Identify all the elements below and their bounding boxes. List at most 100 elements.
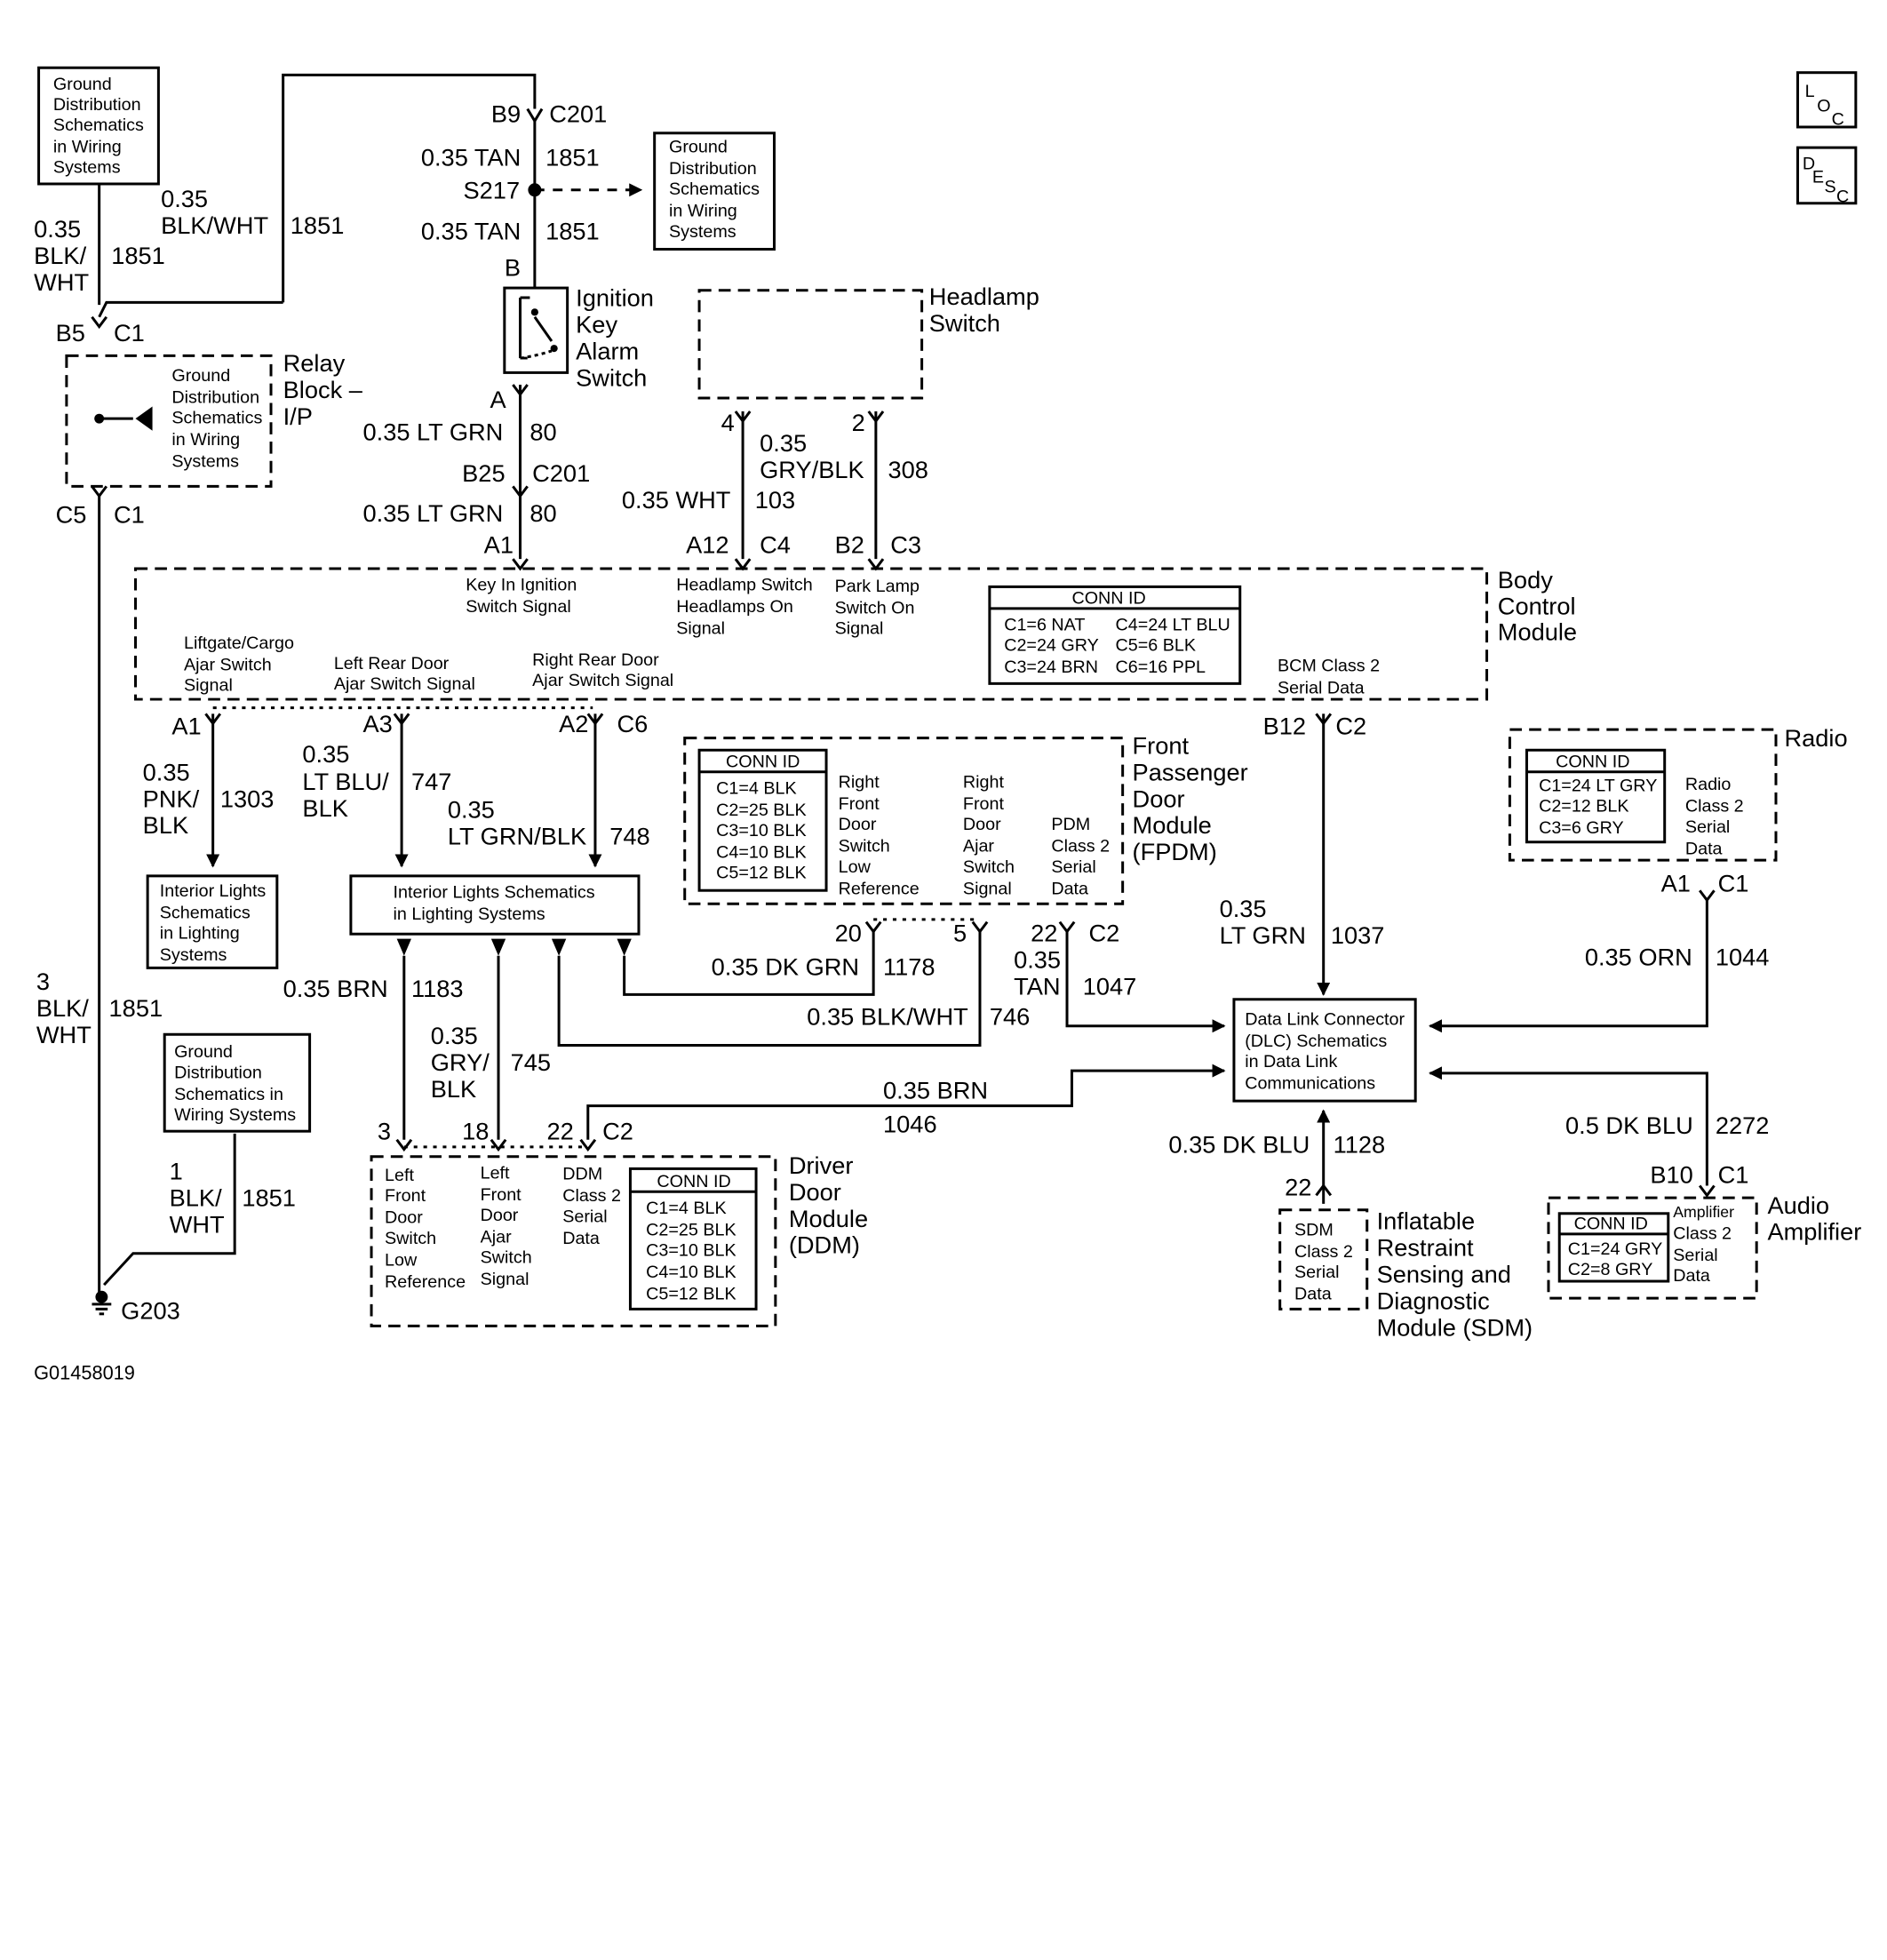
svg-text:Right: Right <box>963 772 1005 792</box>
body-control-module: Body Control Module Key In Ignition Swit… <box>134 566 1577 701</box>
svg-text:in Lighting Systems: in Lighting Systems <box>394 904 545 924</box>
svg-text:C5=6 BLK: C5=6 BLK <box>1115 636 1196 656</box>
svg-text:Systems: Systems <box>160 945 227 965</box>
svg-text:in Wiring: in Wiring <box>171 430 240 450</box>
svg-text:C6: C6 <box>617 710 648 737</box>
svg-text:Schematics: Schematics <box>669 179 760 199</box>
svg-text:Signal: Signal <box>963 879 1012 898</box>
loc-icon[interactable]: LOC <box>1795 71 1858 130</box>
svg-text:Wiring Systems: Wiring Systems <box>174 1105 296 1125</box>
svg-text:C1=24 LT GRY: C1=24 LT GRY <box>1539 777 1657 796</box>
svg-text:Reference: Reference <box>385 1272 466 1292</box>
svg-text:Front: Front <box>1133 731 1190 759</box>
svg-text:C6=16 PPL: C6=16 PPL <box>1115 657 1206 677</box>
svg-text:0.35 BRN: 0.35 BRN <box>283 975 388 1002</box>
svg-text:Module: Module <box>1498 617 1577 645</box>
svg-text:Headlamp: Headlamp <box>929 283 1039 310</box>
svg-text:A1: A1 <box>171 713 201 740</box>
svg-text:4: 4 <box>721 409 735 436</box>
svg-text:C201: C201 <box>532 459 590 487</box>
svg-text:5: 5 <box>953 919 967 946</box>
svg-text:Ajar Switch: Ajar Switch <box>184 655 272 674</box>
svg-text:Low: Low <box>839 857 872 877</box>
svg-text:Front: Front <box>963 794 1005 814</box>
svg-text:LT GRN: LT GRN <box>1220 921 1306 949</box>
svg-text:Signal: Signal <box>184 676 233 696</box>
svg-text:Front: Front <box>385 1186 426 1206</box>
svg-text:C3=10 BLK: C3=10 BLK <box>646 1240 736 1260</box>
svg-text:C2: C2 <box>602 1118 633 1145</box>
svg-text:1128: 1128 <box>1334 1131 1386 1159</box>
svg-text:308: 308 <box>888 456 928 483</box>
svg-text:Communications: Communications <box>1245 1074 1375 1094</box>
front-passenger-door-module: Front Passenger Door Module (FPDM) CONN … <box>683 731 1248 905</box>
svg-text:B2: B2 <box>835 530 864 558</box>
svg-text:22: 22 <box>1031 919 1057 946</box>
svg-text:A1: A1 <box>484 530 514 558</box>
svg-text:0.35 WHT: 0.35 WHT <box>622 486 731 514</box>
svg-text:0.5 DK BLU: 0.5 DK BLU <box>1565 1111 1693 1139</box>
radio: Radio CONN ID C1=24 LT GRY C2=12 BLK C3=… <box>1508 724 1848 862</box>
audio-amplifier: Audio Amplifier CONN ID C1=24 GRY C2=8 G… <box>1547 1191 1861 1300</box>
svg-text:C: C <box>1836 187 1849 206</box>
svg-text:748: 748 <box>609 822 649 849</box>
svg-text:Ground: Ground <box>174 1042 233 1062</box>
svg-text:BLK/: BLK/ <box>170 1184 222 1212</box>
svg-text:Switch: Switch <box>385 1229 436 1248</box>
svg-text:Reference: Reference <box>839 879 920 898</box>
svg-text:Headlamps On: Headlamps On <box>676 597 793 617</box>
svg-text:Systems: Systems <box>53 158 121 178</box>
svg-text:C2=24 GRY: C2=24 GRY <box>1004 636 1099 656</box>
svg-text:0.35 LT GRN: 0.35 LT GRN <box>363 418 504 446</box>
svg-text:A12: A12 <box>686 530 729 558</box>
svg-text:A2: A2 <box>559 710 588 737</box>
svg-text:LT BLU/: LT BLU/ <box>302 768 389 795</box>
ddm-conn-id-table: CONN ID C1=4 BLK C2=25 BLK C3=10 BLK C4=… <box>628 1167 758 1311</box>
svg-text:in Lighting: in Lighting <box>160 924 240 944</box>
svg-text:BLK: BLK <box>431 1075 476 1103</box>
svg-text:Class 2: Class 2 <box>1685 797 1744 817</box>
svg-text:B: B <box>505 253 521 281</box>
svg-text:Inflatable: Inflatable <box>1377 1207 1475 1234</box>
svg-text:in Wiring: in Wiring <box>53 138 122 157</box>
svg-text:C1=4 BLK: C1=4 BLK <box>716 778 797 798</box>
svg-text:0.35 TAN: 0.35 TAN <box>421 218 521 245</box>
svg-text:Distribution: Distribution <box>171 387 259 407</box>
svg-text:Module: Module <box>789 1205 868 1232</box>
svg-text:1851: 1851 <box>291 211 345 239</box>
ground-ref-top-left: Ground Distribution Schematics in Wiring… <box>37 66 160 186</box>
bcm-conn-id-table: CONN ID C1=6 NAT C4=24 LT BLU C2=24 GRY … <box>988 585 1242 685</box>
svg-text:3: 3 <box>36 968 50 995</box>
svg-text:Switch: Switch <box>576 363 647 391</box>
svg-text:22: 22 <box>1285 1173 1311 1200</box>
svg-text:C1: C1 <box>114 500 145 528</box>
svg-text:CONN ID: CONN ID <box>1556 752 1629 771</box>
svg-text:Distribution: Distribution <box>669 159 757 179</box>
svg-text:80: 80 <box>529 418 556 446</box>
svg-text:Right Rear Door: Right Rear Door <box>532 650 659 670</box>
svg-text:C1: C1 <box>1718 1161 1749 1189</box>
svg-text:Park Lamp: Park Lamp <box>835 577 920 596</box>
svg-text:Data: Data <box>1294 1284 1332 1303</box>
svg-text:Right: Right <box>839 772 880 792</box>
svg-text:Diagnostic: Diagnostic <box>1377 1287 1490 1314</box>
svg-text:CONN ID: CONN ID <box>1071 588 1145 608</box>
svg-text:B12: B12 <box>1263 713 1306 740</box>
svg-text:Audio: Audio <box>1767 1191 1829 1219</box>
svg-text:LT GRN/BLK: LT GRN/BLK <box>448 822 586 849</box>
figure-id: G01458019 <box>34 1361 135 1383</box>
schematic-arrows <box>135 406 632 956</box>
svg-text:C5: C5 <box>56 500 87 528</box>
svg-text:1046: 1046 <box>883 1111 937 1138</box>
splice-dot <box>528 183 542 197</box>
svg-text:103: 103 <box>755 486 795 514</box>
svg-text:D: D <box>1803 155 1815 174</box>
svg-text:C2=25 BLK: C2=25 BLK <box>646 1220 736 1239</box>
svg-text:CONN ID: CONN ID <box>1574 1214 1648 1233</box>
svg-text:CONN ID: CONN ID <box>657 1172 730 1191</box>
svg-text:Door: Door <box>1133 785 1185 812</box>
svg-text:Data: Data <box>1685 839 1723 858</box>
svg-text:Headlamp Switch: Headlamp Switch <box>676 576 813 595</box>
